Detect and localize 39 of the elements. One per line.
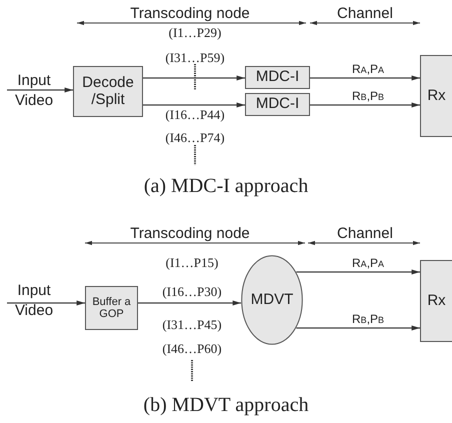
range-label: (I16…P44) — [165, 107, 225, 123]
process-box — [420, 55, 452, 137]
node-label: Buffer a GOP — [91, 296, 132, 320]
arrow — [7, 87, 73, 93]
range-label: (I31…P45) — [162, 317, 222, 333]
node-label: MDC-I — [256, 69, 300, 86]
node-label: Decode /Split — [81, 75, 135, 108]
node-label: Rx — [427, 292, 446, 310]
range-label: (I31…P59) — [165, 50, 225, 66]
arrow — [310, 75, 420, 81]
arrow — [143, 102, 245, 108]
process-box — [245, 66, 310, 89]
range-label: (I46…P60) — [162, 341, 222, 357]
section-label: Channel — [337, 5, 393, 22]
arrow — [296, 269, 420, 275]
section-label: Transcoding node — [130, 225, 250, 242]
caption: (a) MDC-I approach — [144, 175, 308, 198]
range-label: (I1…P15) — [166, 255, 218, 271]
range-label: (I1…P29) — [168, 25, 222, 41]
input-label: Input Video — [14, 280, 54, 321]
process-ellipse — [241, 255, 303, 345]
section-label: Transcoding node — [130, 5, 250, 22]
range-label: (I46…P74) — [165, 130, 225, 146]
arrow — [143, 75, 245, 81]
arrow — [7, 300, 85, 306]
process-box — [245, 93, 310, 116]
input-label: Input Video — [14, 70, 54, 111]
node-label: MDVT — [250, 292, 294, 308]
process-box — [420, 260, 452, 342]
range-label: (I16…P30) — [162, 284, 222, 300]
node-label: MDC-I — [256, 96, 300, 113]
arrow — [310, 102, 420, 108]
process-box — [85, 286, 138, 330]
node-label: Rx — [427, 88, 446, 104]
arrow — [296, 325, 420, 331]
section-label: Channel — [337, 225, 393, 242]
arrow — [138, 300, 242, 306]
caption: (b) MDVT approach — [143, 394, 309, 417]
process-box — [73, 66, 143, 117]
